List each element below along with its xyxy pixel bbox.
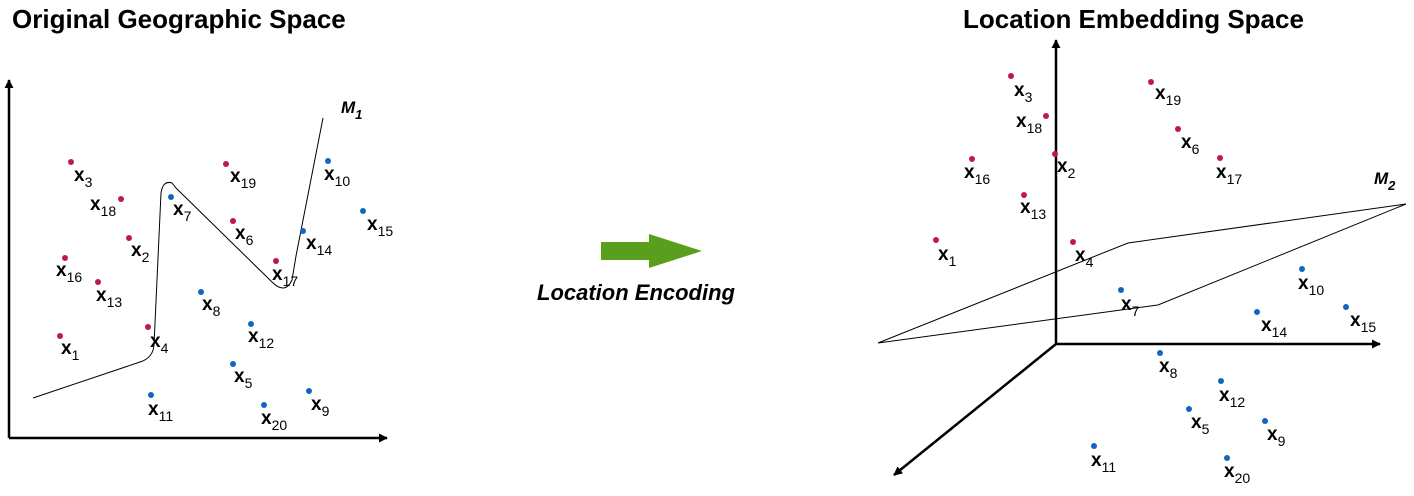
original-label-x20: x20 xyxy=(261,408,287,433)
original-label-x2: x2 xyxy=(131,240,150,265)
original-point-x18 xyxy=(118,196,124,202)
embedding-label-x13: x13 xyxy=(1020,197,1046,222)
original-space-title: Original Geographic Space xyxy=(12,4,346,34)
original-label-x14: x14 xyxy=(306,233,332,258)
embedding-label-x4: x4 xyxy=(1075,245,1094,270)
embedding-point-x1 xyxy=(933,237,939,243)
location-encoding-label: Location Encoding xyxy=(537,280,735,305)
original-label-x3: x3 xyxy=(74,165,93,190)
original-label-x8: x8 xyxy=(202,294,221,319)
embedding-point-x5 xyxy=(1186,406,1192,412)
original-point-x3 xyxy=(68,159,74,165)
original-point-x2 xyxy=(126,235,132,241)
original-point-x5 xyxy=(230,361,236,367)
original-point-x16 xyxy=(62,255,68,261)
embedding-label-x8: x8 xyxy=(1159,356,1178,381)
original-point-x4 xyxy=(145,324,151,330)
embedding-space-points: x1 x2 x3 x4 x5 x6 x7 x8 x9 x10 x11 x12 x13 x14 x15 x16 x… xyxy=(933,73,1376,486)
original-label-x12: x12 xyxy=(248,326,274,351)
embedding-label-x6: x6 xyxy=(1181,132,1200,157)
embedding-label-x19: x19 xyxy=(1155,83,1181,108)
embedding-point-x4 xyxy=(1070,239,1076,245)
original-point-x12 xyxy=(248,321,254,327)
original-point-x9 xyxy=(306,388,312,394)
embedding-point-x18 xyxy=(1043,113,1049,119)
embedding-label-x3: x3 xyxy=(1014,80,1033,105)
original-label-x6: x6 xyxy=(235,223,254,248)
manifold-m1-curve xyxy=(32,117,324,399)
embedding-label-x11: x11 xyxy=(1091,450,1116,475)
original-space-points: x1 x2 x3 x4 x5 x6 x7 x8 x9 x10 x11 x12 x13 x14 x15 x16 x… xyxy=(56,158,393,433)
right-axes xyxy=(893,39,1381,476)
embedding-label-x14: x14 xyxy=(1261,315,1287,340)
embedding-label-x20: x20 xyxy=(1224,461,1250,486)
original-label-x5: x5 xyxy=(234,366,253,391)
embedding-label-x15: x15 xyxy=(1350,310,1376,335)
original-point-x17 xyxy=(273,258,279,264)
embedding-point-x17 xyxy=(1217,155,1223,161)
embedding-point-x19 xyxy=(1148,79,1154,85)
original-label-x10: x10 xyxy=(324,164,350,189)
embedding-label-x1: x1 xyxy=(938,244,957,269)
original-label-x16: x16 xyxy=(56,260,82,285)
original-point-x15 xyxy=(360,208,366,214)
embedding-space-title: Location Embedding Space xyxy=(963,4,1304,34)
embedding-label-x17: x17 xyxy=(1216,162,1242,187)
original-point-x10 xyxy=(325,158,331,164)
embedding-label-x10: x10 xyxy=(1298,273,1324,298)
embedding-label-x5: x5 xyxy=(1191,412,1210,437)
manifold-m2-label: M2 xyxy=(1374,169,1396,193)
original-label-x19: x19 xyxy=(230,166,256,191)
embedding-point-x6 xyxy=(1175,126,1181,132)
original-point-x1 xyxy=(57,333,63,339)
original-point-x20 xyxy=(261,402,267,408)
embedding-label-x9: x9 xyxy=(1267,424,1286,449)
embedding-point-x2 xyxy=(1052,151,1058,157)
embedding-point-x13 xyxy=(1021,192,1027,198)
embedding-point-x7 xyxy=(1118,287,1124,293)
embedding-point-x11 xyxy=(1091,443,1097,449)
embedding-point-x15 xyxy=(1343,304,1349,310)
original-label-x15: x15 xyxy=(367,214,393,239)
location-encoding-arrow xyxy=(601,234,702,268)
original-point-x13 xyxy=(95,279,101,285)
original-label-x9: x9 xyxy=(311,394,330,419)
embedding-label-x16: x16 xyxy=(964,162,990,187)
embedding-point-x20 xyxy=(1224,455,1230,461)
embedding-point-x14 xyxy=(1254,309,1260,315)
original-point-x8 xyxy=(198,289,204,295)
embedding-label-x7: x7 xyxy=(1121,294,1140,319)
embedding-label-x2: x2 xyxy=(1057,156,1076,181)
original-point-x6 xyxy=(230,218,236,224)
manifold-m2-plane xyxy=(877,203,1407,344)
embedding-point-x10 xyxy=(1299,266,1305,272)
right-y-axis xyxy=(893,343,1057,476)
original-label-x11: x11 xyxy=(148,399,173,424)
embedding-point-x9 xyxy=(1262,418,1268,424)
embedding-point-x3 xyxy=(1008,73,1014,79)
embedding-point-x16 xyxy=(969,156,975,162)
embedding-label-x12: x12 xyxy=(1219,385,1245,410)
embedding-label-x18: x18 xyxy=(1016,111,1042,136)
original-label-x4: x4 xyxy=(150,331,169,356)
original-label-x7: x7 xyxy=(173,199,192,224)
embedding-point-x12 xyxy=(1218,378,1224,384)
embedding-point-x8 xyxy=(1157,350,1163,356)
left-axes xyxy=(4,79,388,443)
original-point-x19 xyxy=(223,161,229,167)
original-label-x18: x18 xyxy=(90,194,116,219)
original-point-x11 xyxy=(148,392,154,398)
manifold-m1-label: M1 xyxy=(341,98,362,122)
original-point-x7 xyxy=(168,194,174,200)
original-label-x17: x17 xyxy=(272,264,298,289)
original-label-x1: x1 xyxy=(61,338,80,363)
original-label-x13: x13 xyxy=(96,285,122,310)
original-point-x14 xyxy=(300,228,306,234)
